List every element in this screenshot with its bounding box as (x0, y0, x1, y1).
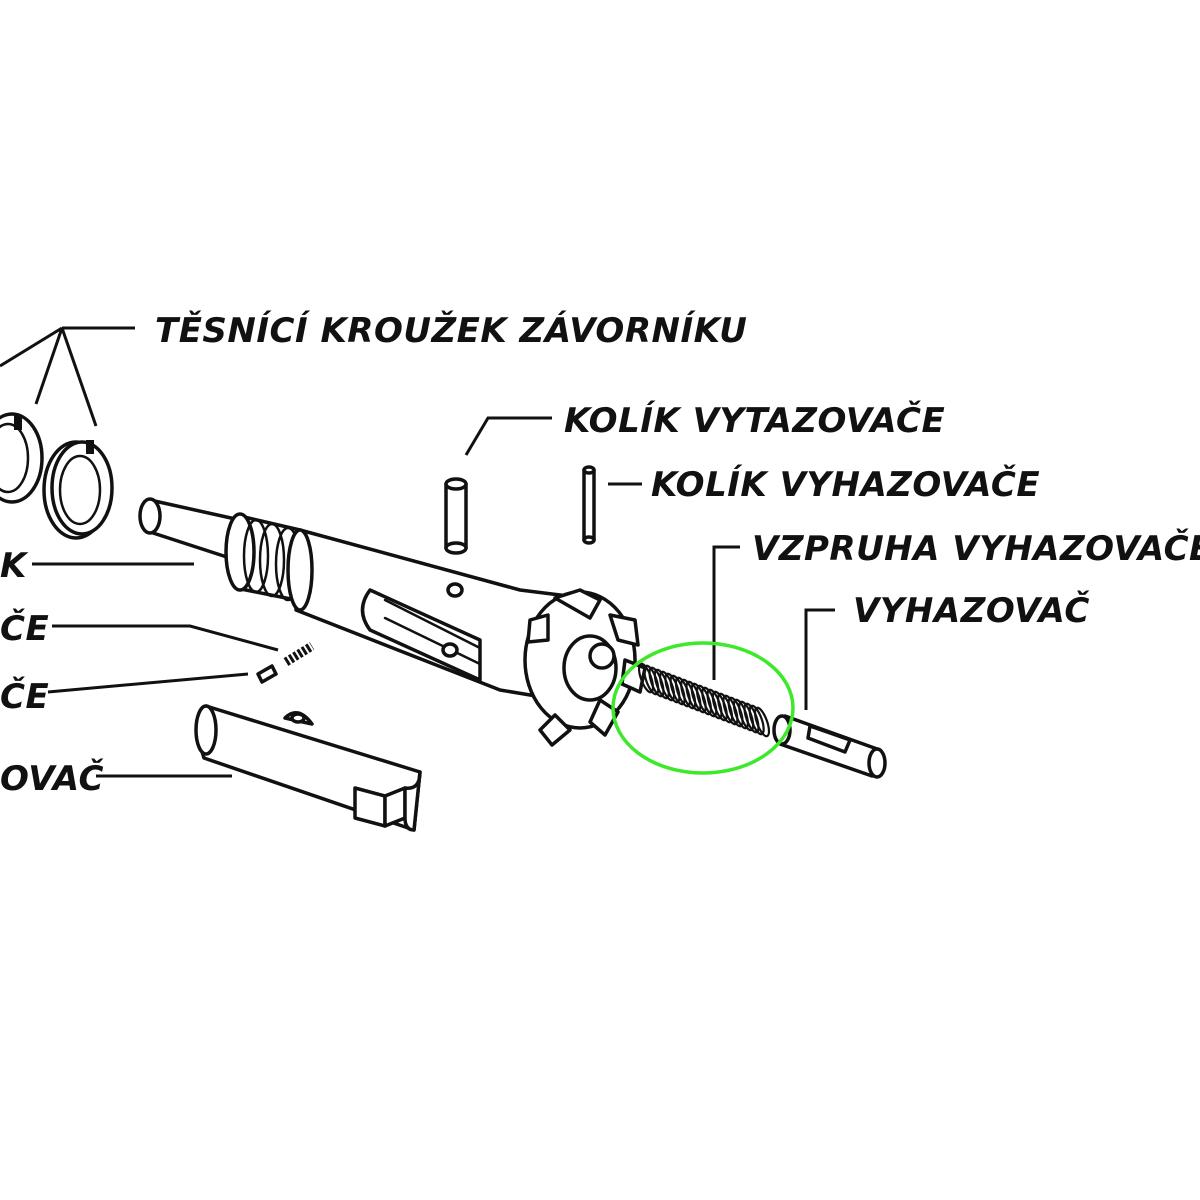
label-ejector-spring: VZPRUHA VYHAZOVAČE (752, 528, 1200, 569)
label-extractor-partial: OVAČ (0, 758, 104, 799)
label-ejector: VYHAZOVAČ (853, 590, 1090, 631)
label-gas-rings: TĚSNÍCÍ KROUŽEK ZÁVORNÍKU (155, 310, 747, 351)
extractor-pin-part (444, 477, 468, 555)
extractor-spring-part (283, 642, 315, 666)
gas-rings-part (0, 412, 114, 540)
ejector-spring-part (637, 662, 771, 738)
extractor-insert-part (256, 664, 278, 684)
leader-lines (0, 326, 835, 778)
spring-coil (753, 706, 771, 738)
highlight-circle (611, 641, 795, 775)
label-ejector-pin: KOLÍK VYHAZOVAČE (651, 464, 1040, 505)
label-extractor-pin: KOLÍK VYTAZOVAČE (564, 400, 945, 441)
label-extractor-spring-partial: ČE (0, 608, 49, 649)
label-bolt-partial: K (0, 546, 29, 586)
ejector-part (772, 714, 887, 779)
label-extractor-insert-partial: ČE (0, 676, 49, 717)
bolt-body-part (138, 497, 647, 747)
extractor-part (194, 704, 422, 832)
ejector-pin-part (582, 465, 596, 545)
